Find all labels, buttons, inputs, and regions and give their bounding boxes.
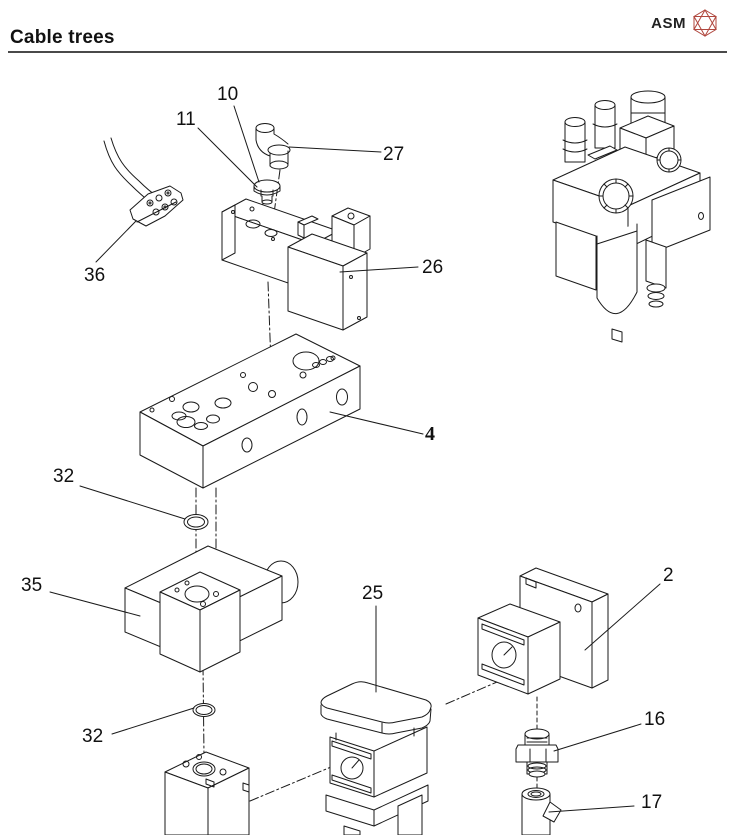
callout-27: 27 — [383, 144, 405, 165]
regulator-drawing — [320, 681, 432, 835]
elbow-fitting-drawing — [255, 123, 291, 170]
callout-17: 17 — [641, 792, 663, 813]
plug-screw-drawing — [253, 179, 281, 205]
page-title: Cable trees — [10, 27, 115, 48]
leader-lines — [49, 105, 661, 813]
callout-11: 11 — [176, 109, 196, 130]
valve-block-drawing — [124, 545, 299, 673]
callout-36: 36 — [84, 265, 106, 286]
mounting-bracket-drawing — [477, 567, 609, 695]
callout-25: 25 — [362, 583, 384, 604]
callout-26: 26 — [422, 257, 444, 278]
o-ring-lower-drawing — [192, 703, 216, 717]
asm-polyhedron-icon — [693, 9, 717, 37]
header-rule — [8, 51, 727, 53]
hex-fitting-drawing — [515, 728, 559, 778]
assembled-unit-drawing — [552, 90, 711, 343]
callout-10: 10 — [217, 84, 239, 105]
callout-2: 2 — [663, 565, 674, 586]
lower-block-drawing — [164, 751, 250, 835]
callout-16: 16 — [644, 709, 666, 730]
brand-name: ASM — [651, 14, 686, 32]
callout-32-upper: 32 — [53, 466, 75, 487]
callout-4: 4 — [425, 423, 435, 445]
cable-connector-drawing — [103, 137, 184, 227]
solenoid-valve-drawing — [221, 198, 371, 331]
manifold-block-drawing — [139, 333, 361, 489]
o-ring-upper-drawing — [183, 514, 209, 530]
callout-35: 35 — [21, 575, 43, 596]
brand: ASM — [651, 9, 718, 37]
elbow-connector-drawing — [521, 787, 562, 835]
callout-32-lower: 32 — [82, 726, 104, 747]
